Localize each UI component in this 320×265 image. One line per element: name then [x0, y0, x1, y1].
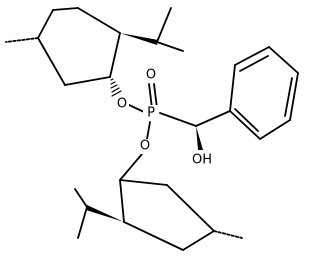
- chemical-structure: O P O O OH: [5, 7, 299, 251]
- wedge-bond: [86, 205, 124, 222]
- ester-oxygen-label: O: [117, 97, 127, 112]
- phosphorus-label: P: [147, 106, 155, 121]
- hydroxybenzyl-group: [195, 46, 299, 150]
- hydroxyl-label: OH: [192, 153, 212, 168]
- hashed-bond: [110, 78, 122, 97]
- phosphoryl-oxygen-label: O: [146, 68, 156, 83]
- bottom-menthyl-group: [74, 153, 243, 251]
- wedge-bond: [196, 126, 203, 150]
- wedge-bond: [120, 33, 158, 45]
- ester-oxygen-label: O: [140, 139, 150, 154]
- top-menthyl-group: [5, 7, 184, 97]
- phosphonate-core: [126, 83, 197, 140]
